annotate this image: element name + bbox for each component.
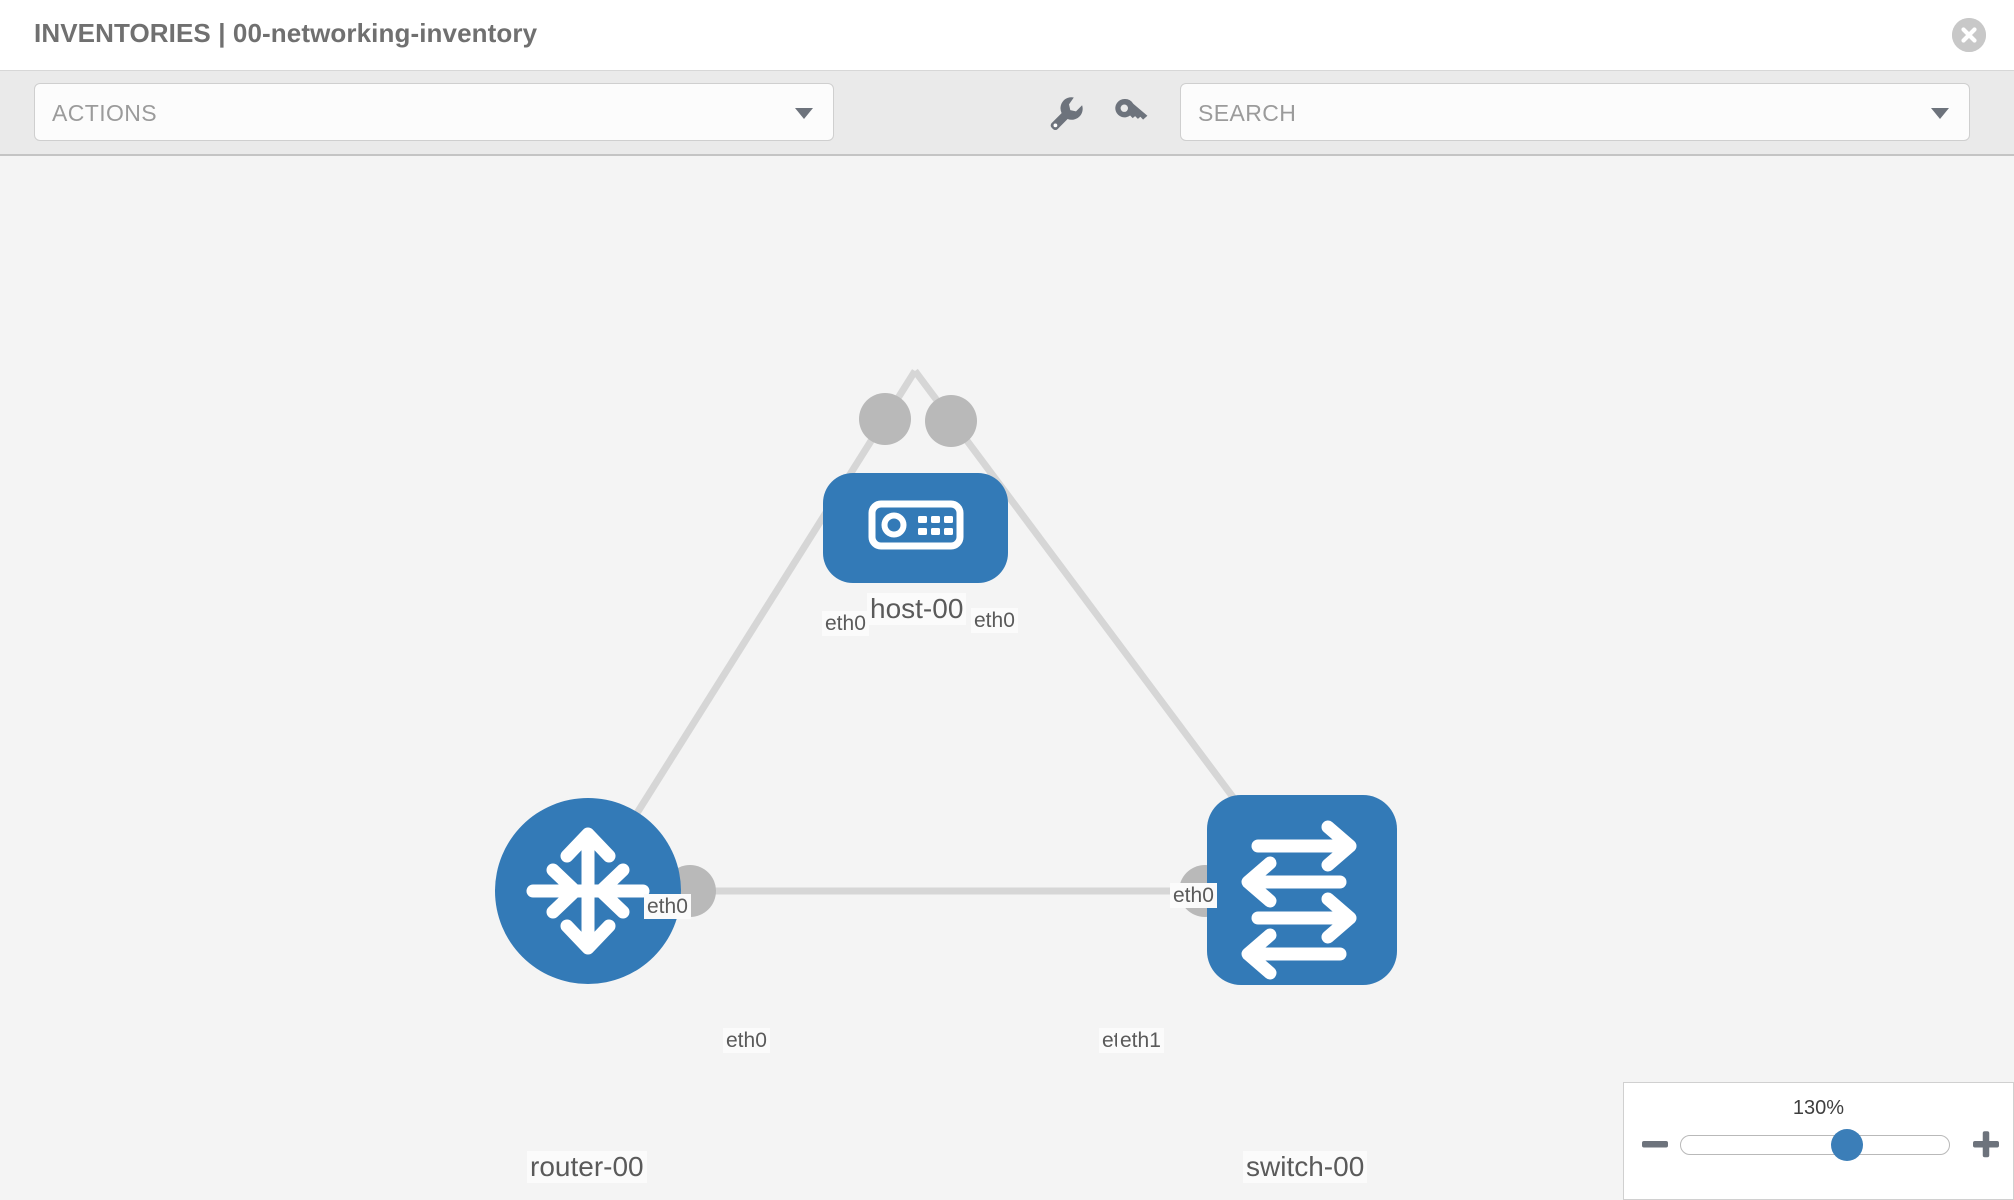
server-appliance-icon [868,500,964,550]
port-marker [925,395,977,447]
page-title: INVENTORIES | 00-networking-inventory [34,18,538,48]
minus-icon[interactable] [1638,1127,1672,1161]
zoom-control-panel: 130% [1623,1082,2014,1200]
node-host-00[interactable] [823,473,1008,583]
interface-label: eth1 [1117,1028,1164,1053]
key-icon[interactable] [1110,93,1150,133]
zoom-slider-thumb[interactable] [1831,1129,1864,1161]
actions-dropdown[interactable]: ACTIONS [34,83,834,141]
chevron-down-icon[interactable] [1931,108,1949,119]
interface-label: eth0 [971,608,1018,633]
close-icon[interactable] [1952,18,1986,52]
search-placeholder-label: SEARCH [1198,100,1297,126]
topology-graph [495,368,1397,985]
actions-dropdown-label: ACTIONS [52,100,158,126]
four-arrows-icon [526,827,650,955]
node-router-00[interactable] [495,798,681,984]
topology-canvas[interactable]: host-00 router-00 switch-00 eth0 eth0 et… [0,156,2014,1200]
interface-label: eth0 [644,894,691,919]
port-layer [664,393,1264,917]
interface-label: eth0 [723,1028,770,1053]
link-host00-router00 [585,369,918,893]
wrench-icon[interactable] [1046,93,1086,133]
interface-label: eth0 [1170,883,1217,908]
link-layer [585,368,1306,895]
search-input[interactable]: SEARCH [1180,83,1970,141]
plus-icon[interactable] [1969,1127,2003,1161]
node-switch-00[interactable] [1207,795,1397,985]
zoom-slider-track[interactable] [1680,1135,1950,1155]
toolbar: ACTIONS SEARCH [0,71,2014,156]
page-header: INVENTORIES | 00-networking-inventory [0,0,2014,71]
node-label-host-00: host-00 [867,593,967,625]
node-label-switch-00: switch-00 [1243,1151,1368,1183]
zoom-level-label: 130% [1792,1097,1845,1119]
interface-label: eth0 [822,611,869,636]
chevron-down-icon [795,108,813,119]
port-marker [859,393,911,445]
bidirectional-arrows-icon [1241,820,1357,980]
node-label-router-00: router-00 [527,1151,647,1183]
